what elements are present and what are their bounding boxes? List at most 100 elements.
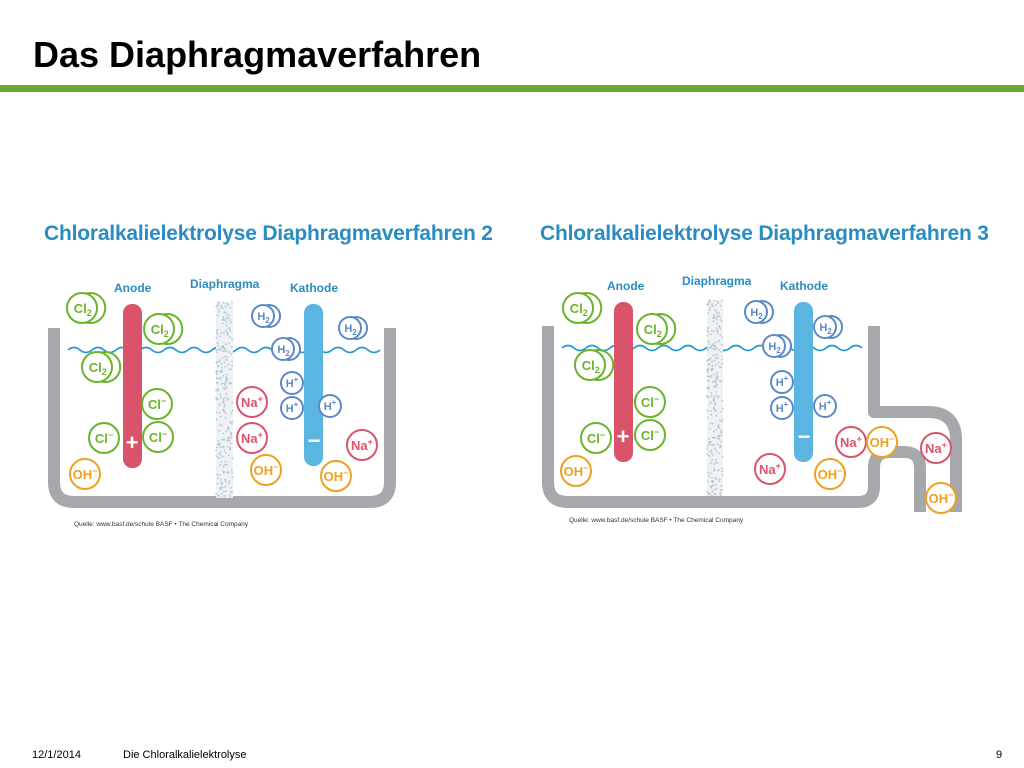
particle-label: Cl2 — [644, 322, 662, 339]
footer-date: 12/1/2014 — [32, 749, 81, 761]
chlorine-molecule: Cl2 — [81, 351, 122, 383]
particle-label: H2 — [750, 307, 763, 321]
hydroxide-ion: OH− — [814, 458, 846, 490]
particle-label: Cl2 — [151, 322, 169, 339]
figure-diaphragm-3: Chloralkalielektrolyse Diaphragmaverfahr… — [528, 212, 990, 534]
particle-label: Cl2 — [570, 301, 588, 318]
particle-label: H+ — [286, 400, 299, 415]
hydrogen-molecule: H2 — [813, 315, 844, 339]
cathode-label: Kathode — [780, 279, 828, 293]
particle-label: OH− — [324, 468, 349, 484]
particle-label: Na+ — [241, 430, 263, 446]
figure-title: Chloralkalielektrolyse Diaphragmaverfahr… — [44, 222, 493, 245]
anode-electrode — [123, 304, 142, 468]
anode-label: Anode — [114, 281, 152, 295]
cathode-sign: − — [308, 428, 321, 453]
figure-diaphragm-2: Chloralkalielektrolyse Diaphragmaverfahr… — [30, 212, 508, 534]
title-rule — [0, 85, 1024, 92]
particle-label: H2 — [768, 341, 781, 355]
particles: Cl2Cl2Cl2Cl−Cl−Cl−OH−H2H2H2H+H+H+Na+OH−N… — [560, 292, 957, 514]
particle-label: Cl− — [641, 427, 659, 443]
sodium-ion: Na+ — [835, 426, 867, 458]
hydrogen-molecule: H2 — [338, 316, 369, 340]
cathode-electrode — [304, 304, 323, 466]
particle-label: Cl2 — [89, 360, 107, 377]
diaphragm-texture — [706, 299, 724, 497]
hydroxide-ion: OH− — [866, 426, 898, 458]
particle-label: Cl2 — [74, 301, 92, 318]
chloride-ion: Cl− — [580, 422, 612, 454]
particle-label: Cl− — [148, 396, 166, 412]
chlorine-molecule: Cl2 — [143, 313, 184, 345]
diaphragm — [216, 302, 233, 498]
vessel — [48, 328, 396, 508]
hydrogen-ion: H+ — [770, 396, 794, 420]
sodium-ion: Na+ — [236, 422, 268, 454]
chloride-ion: Cl− — [88, 422, 120, 454]
hydrogen-ion: H+ — [813, 394, 837, 418]
particle-label: OH− — [818, 466, 843, 482]
hydrogen-ion: H+ — [280, 371, 304, 395]
hydroxide-ion: OH− — [250, 454, 282, 486]
hydroxide-ion: OH− — [560, 455, 592, 487]
particle-label: Na+ — [840, 434, 862, 450]
sodium-ion: Na+ — [346, 429, 378, 461]
hydrogen-molecule: H2 — [251, 304, 282, 328]
hydrogen-ion: H+ — [318, 394, 342, 418]
source-note: Quelle: www.basf.de/schule BASF • The Ch… — [569, 517, 744, 524]
figure-title: Chloralkalielektrolyse Diaphragmaverfahr… — [540, 222, 989, 245]
particle-label: H+ — [776, 400, 789, 415]
particle-label: Cl− — [95, 430, 113, 446]
hydroxide-ion: OH− — [69, 458, 101, 490]
particle-label: Na+ — [241, 394, 263, 410]
particle-label: Cl− — [149, 429, 167, 445]
source-note: Quelle: www.basf.de/schule BASF • The Ch… — [74, 521, 249, 528]
chlorine-molecule: Cl2 — [66, 292, 107, 324]
particle-label: OH− — [870, 434, 895, 450]
hydrogen-ion: H+ — [280, 396, 304, 420]
diaphragm — [707, 300, 723, 496]
chloride-ion: Cl− — [634, 419, 666, 451]
particle-label: H2 — [819, 322, 832, 336]
chlorine-molecule: Cl2 — [636, 313, 677, 345]
chlorine-molecule: Cl2 — [574, 349, 615, 381]
cathode-electrode — [794, 302, 813, 462]
anode-electrode — [614, 302, 633, 462]
vessel-wall-right — [868, 326, 962, 512]
particle-label: Na+ — [351, 437, 373, 453]
slide-title: Das Diaphragmaverfahren — [33, 34, 482, 75]
electrolysis-diagram: + − Anode Diaphragma Kathode Cl2Cl2Cl2Cl… — [542, 274, 962, 524]
diaphragm-label: Diaphragma — [682, 274, 752, 288]
chloride-ion: Cl− — [634, 386, 666, 418]
particle-label: Cl− — [641, 394, 659, 410]
particle-label: H2 — [277, 344, 290, 358]
particle-label: H+ — [286, 375, 299, 390]
sodium-ion: Na+ — [754, 453, 786, 485]
particle-label: OH− — [254, 462, 279, 478]
particle-label: OH− — [929, 490, 954, 506]
particle-label: H+ — [776, 374, 789, 389]
diaphragm-texture — [215, 301, 234, 499]
anode-sign: + — [617, 424, 630, 449]
chloride-ion: Cl− — [141, 388, 173, 420]
diaphragm-label: Diaphragma — [190, 277, 260, 291]
cathode-sign: − — [798, 424, 811, 449]
particle-label: Na+ — [759, 461, 781, 477]
hydrogen-molecule: H2 — [271, 337, 302, 361]
particle-label: Cl2 — [582, 358, 600, 375]
sodium-ion: Na+ — [236, 386, 268, 418]
hydrogen-molecule: H2 — [762, 334, 793, 358]
particle-label: OH− — [73, 466, 98, 482]
particle-label: H2 — [257, 311, 270, 325]
anode-sign: + — [126, 430, 139, 455]
hydroxide-ion: OH− — [925, 482, 957, 514]
particle-label: Cl− — [587, 430, 605, 446]
chlorine-molecule: Cl2 — [562, 292, 603, 324]
cathode-label: Kathode — [290, 281, 338, 295]
page-number: 9 — [996, 749, 1003, 761]
hydroxide-ion: OH− — [320, 460, 352, 492]
electrolysis-diagram: + − Anode Diaphragma Kathode Cl2Cl2Cl2Cl… — [48, 277, 396, 528]
particle-label: H+ — [324, 398, 337, 413]
particle-label: Na+ — [925, 440, 947, 456]
hydrogen-ion: H+ — [770, 370, 794, 394]
